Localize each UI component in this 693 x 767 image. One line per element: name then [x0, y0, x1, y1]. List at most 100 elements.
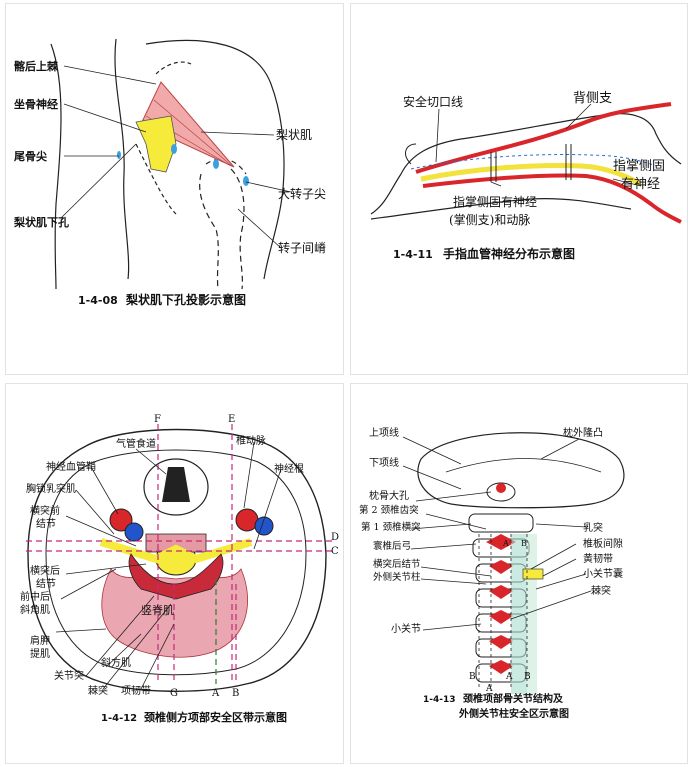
cervical-spine-diagram: 上项线 下项线 枕外隆凸 枕骨大孔 第 2 颈椎齿突 第 1 颈椎横突 寰椎后弓…	[359, 426, 625, 720]
label-atlas-post-arch: 寰椎后弓	[373, 540, 411, 552]
label-c2-spinous: 第 2 颈椎齿突	[359, 504, 419, 516]
label-facet: 关节突	[54, 669, 84, 682]
label-intertrochanteric: 转子间嵴	[278, 240, 326, 255]
label-post-tubercle: 横突后结节	[373, 558, 421, 570]
midline-contour	[114, 38, 130, 280]
label-spinous: 棘突	[591, 584, 611, 597]
label-greater-trochanter: 大转子尖	[278, 186, 326, 201]
erector-muscle	[101, 568, 248, 658]
label-palmar-right-1: 指掌侧固	[613, 159, 665, 174]
femur-dashed-left	[199, 173, 219, 290]
marker-icon	[171, 144, 177, 154]
label-neurovascular: 神经血管鞘	[46, 460, 96, 473]
label-ant-tubercle-1: 横突前	[30, 504, 60, 517]
label-ligamentum-flavum: 黄韧带	[583, 552, 613, 565]
red-marker-icon	[496, 483, 506, 493]
piriformis-diagram: 髂后上棘 坐骨神经 尾骨尖 梨状肌下孔 梨状肌 大转子尖 转子间嵴 1-4-08…	[13, 38, 326, 307]
label-coccyx: 尾骨尖	[13, 149, 47, 163]
label-erector: 竖脊肌	[141, 603, 174, 617]
label-line-A: A	[211, 688, 220, 699]
palmar-artery	[422, 173, 682, 224]
finger-diagram: 安全切口线 背侧支 指掌侧固 有神经 指掌侧固有神经 (掌侧支)和动脉 1-4-…	[370, 91, 682, 261]
caption-number: 1-4-11	[393, 248, 433, 261]
red-spinous-icon	[489, 585, 513, 599]
femur-dashed-right	[230, 168, 245, 290]
caption-number: 1-4-12	[101, 713, 137, 724]
neck-outline	[27, 428, 327, 692]
label-bot-A1: A	[485, 684, 493, 694]
label-psis: 髂后上棘	[14, 59, 59, 73]
label-facet-capsule: 小关节囊	[583, 567, 623, 580]
vertebral-arch	[128, 553, 224, 600]
neck-cross-section-diagram: 气管食道 神经血管鞘 胸锁乳突肌 横突前 结节 横突后 结节 前中后 斜角肌 肩…	[20, 414, 339, 724]
label-scm: 胸锁乳突肌	[26, 482, 76, 495]
label-lateral-column: 外侧关节柱	[373, 571, 421, 583]
caption-number: 1-4-13	[423, 695, 456, 705]
pelvis-dashed	[135, 143, 177, 215]
label-c1-transverse: 第 1 颈椎横突	[361, 521, 421, 533]
red-spinous-icon	[486, 534, 516, 550]
nerve-roots	[99, 538, 253, 564]
caption-title: 梨状肌下孔投影示意图	[125, 292, 246, 307]
label-bot-B2: B	[524, 672, 531, 682]
piriformis-fiber	[153, 99, 233, 167]
red-spinous-icon	[489, 660, 513, 674]
lateral-column-safe-zone-2	[527, 534, 537, 694]
label-trapezius: 斜方肌	[101, 656, 131, 669]
label-inferior-nuchal: 下项线	[369, 456, 399, 469]
label-line-E: E	[228, 414, 235, 425]
label-foramen-magnum: 枕骨大孔	[369, 489, 409, 502]
caption-number: 1-4-08	[78, 294, 118, 307]
figure-1-4-11-panel: 安全切口线 背侧支 指掌侧固 有神经 指掌侧固有神经 (掌侧支)和动脉 1-4-…	[350, 3, 688, 375]
label-top-B: B	[521, 539, 527, 548]
red-spinous-icon	[489, 560, 513, 574]
finger-palmar-contour	[370, 198, 632, 220]
red-spinous-icon	[489, 635, 513, 649]
nuchal-line	[445, 458, 602, 473]
label-nerve-root: 神经根	[274, 462, 304, 475]
label-palmar-1: 指掌侧固有神经	[453, 194, 537, 209]
label-line-F: F	[154, 414, 161, 425]
label-palmar-2: (掌侧支)和动脉	[449, 212, 530, 227]
figure-1-4-08-panel: 髂后上棘 坐骨神经 尾骨尖 梨状肌下孔 梨状肌 大转子尖 转子间嵴 1-4-08…	[5, 3, 344, 375]
skull-outline	[417, 432, 625, 509]
label-scalene-2: 斜角肌	[20, 603, 50, 616]
left-vessels	[109, 508, 144, 542]
safe-incision-line	[410, 154, 657, 170]
label-vertebral-artery: 椎动脉	[236, 434, 266, 447]
label-line-G: G	[170, 688, 178, 699]
label-top-A: A	[502, 539, 509, 548]
caption-title: 颈椎侧方项部安全区带示意图	[144, 710, 287, 724]
label-line-D: D	[331, 532, 339, 543]
label-levator-1: 肩胛	[30, 634, 50, 647]
label-piriformis: 梨状肌	[276, 128, 312, 142]
label-spinous: 棘突	[88, 684, 108, 697]
back-contour	[50, 43, 62, 290]
caption-title-1: 颈椎项部骨关节结构及	[462, 692, 564, 705]
figure-1-4-13-panel: 上项线 下项线 枕外隆凸 枕骨大孔 第 2 颈椎齿突 第 1 颈椎横突 寰椎后弓…	[350, 383, 688, 764]
caption-title: 手指血管神经分布示意图	[443, 246, 575, 261]
piriformis-muscle	[140, 81, 235, 168]
label-mastoid: 乳突	[583, 521, 603, 534]
caption-title-2: 外侧关节柱安全区示意图	[458, 707, 569, 720]
iliac-crest-dashed	[155, 61, 192, 75]
label-dorsal-branch: 背侧支	[573, 91, 612, 106]
label-safe-line: 安全切口线	[403, 94, 463, 109]
label-bot-A2: A	[505, 672, 513, 682]
dorsal-artery	[415, 102, 672, 174]
marker-icon	[243, 176, 249, 186]
label-line-B: B	[232, 688, 239, 699]
trachea-lumen	[162, 467, 190, 502]
finger-dorsal-contour	[370, 113, 682, 215]
label-infrapiriform: 梨状肌下孔	[13, 215, 69, 229]
label-trachea: 气管食道	[116, 437, 156, 450]
hip-contour	[145, 39, 285, 280]
label-nuchal-lig: 项韧带	[121, 685, 151, 697]
label-line-C: C	[331, 546, 339, 557]
ligamentum-flavum-shape	[522, 568, 544, 580]
label-ext-occ: 枕外隆凸	[563, 426, 603, 439]
label-post-tubercle-2: 结节	[36, 577, 56, 590]
red-spinous-icon	[489, 610, 513, 624]
figure-1-4-12-panel: 气管食道 神经血管鞘 胸锁乳突肌 横突前 结节 横突后 结节 前中后 斜角肌 肩…	[5, 383, 344, 764]
label-scalene-1: 前中后	[20, 590, 50, 603]
